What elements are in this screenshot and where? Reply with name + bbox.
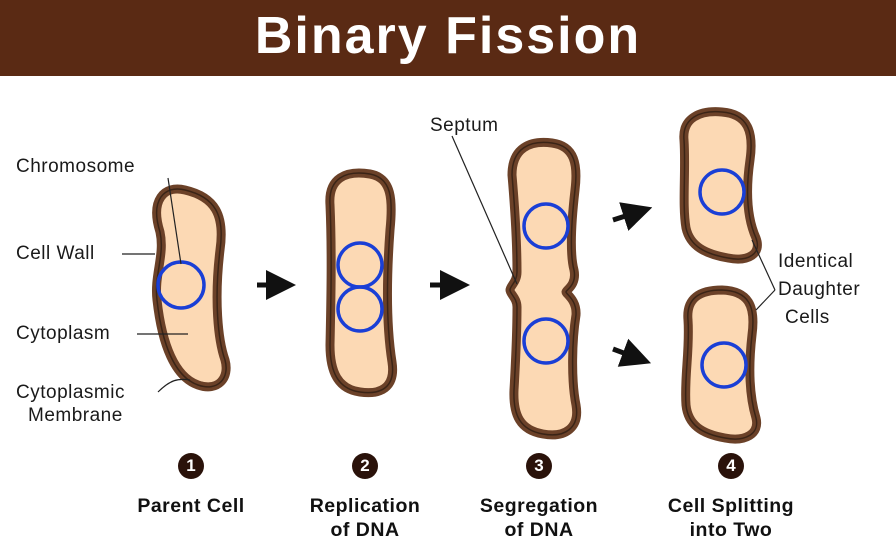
cytoplasm-label: Cytoplasm [16, 323, 111, 344]
chromosome-top [522, 202, 570, 250]
step-4-caption: Cell Splitting into Two [646, 494, 816, 542]
identical-label: Identical [778, 251, 854, 272]
step-4-badge: 4 [718, 453, 744, 479]
parent-cell [151, 184, 231, 392]
daughter-top-chromosome [698, 168, 746, 216]
arrow-3-up [612, 202, 653, 231]
dna-copy-bottom [336, 285, 384, 333]
cells-label: Cells [785, 307, 830, 328]
step-4-line1: Cell Splitting [667, 495, 795, 517]
parent-cell-pointers [122, 177, 191, 393]
replicating-cell [325, 168, 398, 398]
arrow-3-down [612, 338, 652, 367]
segregating-cell [505, 137, 582, 440]
step-2-caption: Replication of DNA [280, 494, 450, 542]
title-banner [0, 0, 896, 76]
step-1-line1: Parent Cell [137, 495, 245, 517]
step-2-line1: Replication [309, 495, 421, 517]
chromosome-label: Chromosome [16, 156, 136, 177]
daughter-bottom-chromosome [700, 341, 748, 389]
cytoplasmic-membrane-label-line2: Membrane [28, 405, 123, 426]
daughter-cell-top [679, 107, 762, 264]
daughter-pointers [751, 239, 776, 311]
step-3-badge: 3 [526, 453, 552, 479]
step-3-line1: Segregation [479, 495, 599, 517]
septum-label: Septum [430, 115, 499, 136]
step-3-caption: Segregation of DNA [454, 494, 624, 542]
septum-pointer [451, 135, 518, 285]
cytoplasmic-membrane-label-line1: Cytoplasmic [16, 382, 125, 403]
step-2-line2: of DNA [330, 519, 400, 541]
daughter-label: Daughter [778, 279, 861, 300]
step-1-badge: 1 [178, 453, 204, 479]
step-1-caption: Parent Cell [106, 494, 276, 518]
diagram-title: Binary Fission [254, 7, 642, 65]
daughter-cell-bottom [681, 285, 762, 444]
step-3-line2: of DNA [504, 519, 574, 541]
cell-wall-label: Cell Wall [16, 243, 95, 264]
step-2-badge: 2 [352, 453, 378, 479]
step-4-line2: into Two [689, 519, 773, 541]
chromosome-bottom [522, 317, 570, 365]
